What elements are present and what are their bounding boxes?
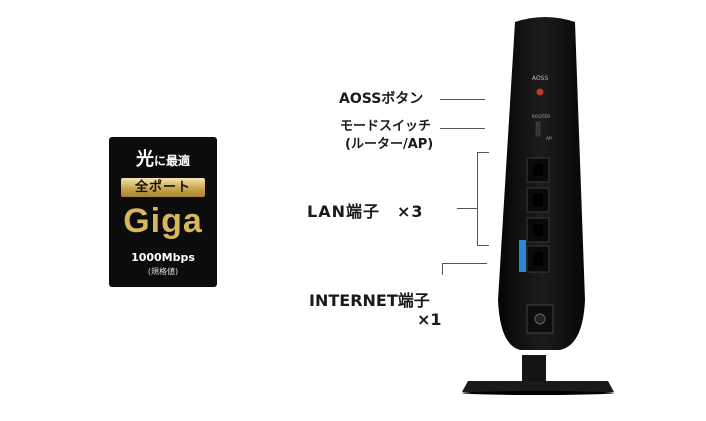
lan-bracket-vertical — [477, 152, 478, 245]
router-body — [498, 17, 585, 350]
badge-note: (規格値) — [147, 267, 179, 276]
lan-bracket-bottom — [477, 245, 489, 246]
mode-switch-label: モードスイッチ — [340, 119, 432, 134]
aoss-led-icon — [536, 88, 544, 96]
internet-port-count: ×1 — [417, 310, 442, 329]
switch-print-ap: AP — [546, 136, 552, 142]
badge-speed: 1000Mbps — [131, 251, 195, 264]
lan-bracket-top — [477, 152, 489, 153]
internet-port-hole — [533, 252, 543, 266]
lan-ports — [526, 157, 550, 243]
mode-switch-sublabel: (ルーター/AP) — [345, 137, 434, 152]
badge-header: 光に最適 — [109, 145, 217, 171]
badge-ni-saiteki: に最適 — [153, 154, 190, 168]
lan-port-label: LAN端子 ×3 — [307, 202, 424, 221]
gigabit-badge: 光に最適 全ポート Giga 1000Mbps (規格値) — [109, 137, 217, 287]
dc-jack-icon — [534, 313, 546, 325]
aoss-leader-line — [440, 99, 485, 100]
badge-giga: Giga — [123, 202, 203, 240]
aoss-button-label: AOSSボタン — [339, 91, 424, 107]
lan-leader-line — [457, 208, 477, 209]
badge-hikari: 光 — [135, 149, 154, 170]
switch-print: ROUTER — [532, 114, 551, 120]
router-stand — [462, 355, 614, 395]
internet-port-label: INTERNET端子 — [309, 291, 430, 310]
internet-leader-horizontal — [442, 263, 487, 264]
mode-switch-leader-line — [440, 128, 485, 129]
internet-accent-icon — [519, 240, 526, 272]
mode-switch-icon — [535, 121, 541, 137]
aoss-print: AOSS — [532, 75, 549, 82]
badge-all-ports: 全ポート — [121, 178, 205, 197]
internet-leader-vertical — [442, 263, 443, 275]
